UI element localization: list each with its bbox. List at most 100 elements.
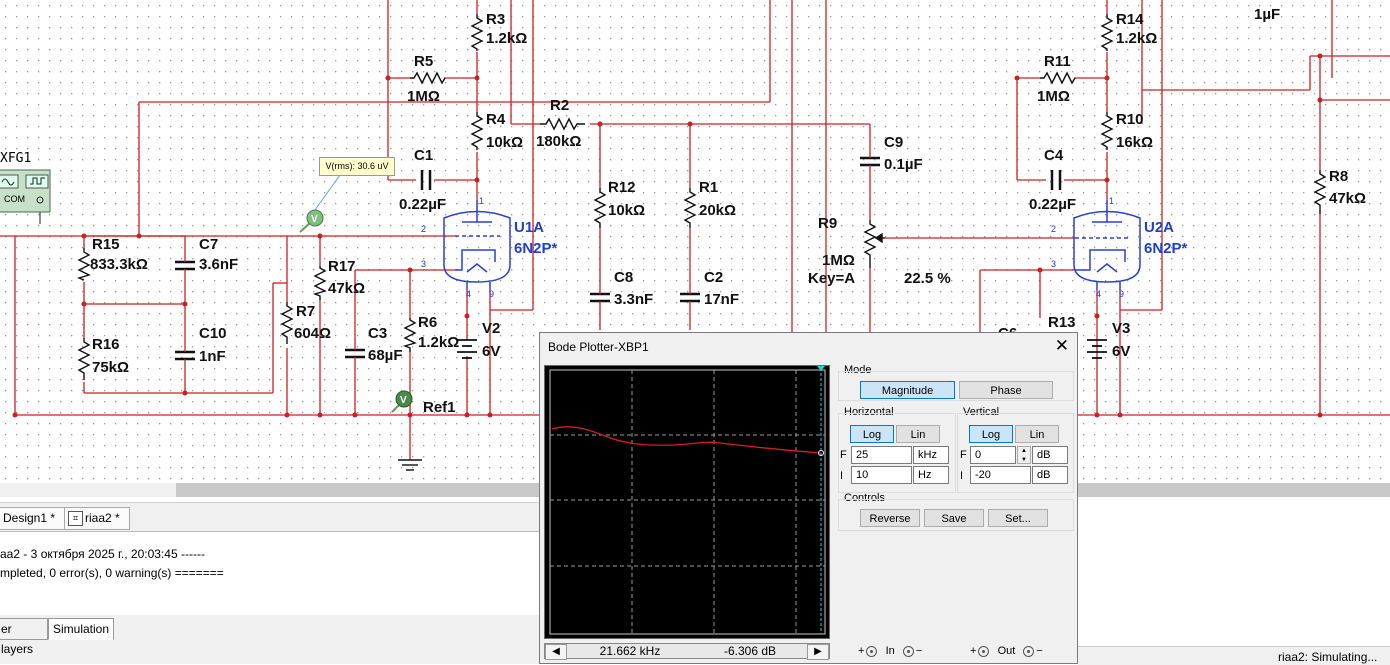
resistor-r1 bbox=[683, 188, 697, 228]
svg-text:R6: R6 bbox=[418, 314, 437, 331]
svg-text:R2: R2 bbox=[550, 97, 569, 114]
resistor-r5 bbox=[410, 71, 446, 85]
svg-text:1: 1 bbox=[1109, 196, 1114, 206]
vertical-log-button[interactable]: Log bbox=[969, 425, 1013, 443]
resistor-r6 bbox=[402, 318, 417, 352]
component-labels: R3 1.2kΩ R5 1MΩ R4 10kΩ R2 180kΩ C1 0.22… bbox=[90, 6, 1366, 416]
svg-text:9: 9 bbox=[489, 289, 494, 299]
svg-text:0.1µF: 0.1µF bbox=[884, 156, 923, 173]
svg-text:17nF: 17nF bbox=[704, 291, 739, 308]
reverse-button[interactable]: Reverse bbox=[860, 509, 920, 527]
phase-button[interactable]: Phase bbox=[959, 381, 1053, 399]
save-button[interactable]: Save bbox=[924, 509, 984, 527]
input-terminals[interactable]: + In − bbox=[858, 645, 923, 657]
svg-text:R15: R15 bbox=[92, 236, 120, 253]
svg-text:6V: 6V bbox=[1112, 343, 1130, 360]
svg-text:9: 9 bbox=[1119, 289, 1124, 299]
plot-grid bbox=[550, 370, 825, 634]
svg-text:R10: R10 bbox=[1116, 111, 1144, 128]
svg-text:1MΩ: 1MΩ bbox=[822, 252, 855, 269]
vertical-label: Vertical bbox=[963, 406, 1000, 418]
svg-text:Key=A: Key=A bbox=[808, 270, 855, 287]
vertical-initial-unit[interactable]: dB bbox=[1032, 466, 1068, 484]
resistor-r11 bbox=[1040, 71, 1076, 85]
resistor-r4 bbox=[470, 112, 484, 150]
horizontal-log-button[interactable]: Log bbox=[850, 425, 894, 443]
terminal-icon[interactable] bbox=[902, 645, 914, 657]
svg-text:6N2P*: 6N2P* bbox=[1144, 240, 1188, 257]
vertical-final-input[interactable]: 0 bbox=[970, 446, 1016, 464]
bode-plotter-window[interactable]: Bode Plotter-XBP1 ✕ ◀ 21.662 kHz -6.306 … bbox=[539, 332, 1078, 664]
resistor-r12 bbox=[593, 188, 607, 228]
tab-simulation[interactable]: Simulation bbox=[48, 618, 114, 640]
readout-frequency: 21.662 kHz bbox=[599, 644, 661, 658]
cursor-readout-bar: ◀ 21.662 kHz -6.306 dB ▶ bbox=[544, 643, 830, 660]
scrollbar-track[interactable] bbox=[0, 483, 176, 497]
schematic-icon: ⌗ bbox=[68, 511, 83, 526]
svg-text:1nF: 1nF bbox=[199, 348, 226, 365]
svg-text:V3: V3 bbox=[1112, 320, 1130, 337]
magnitude-button[interactable]: Magnitude bbox=[860, 381, 955, 399]
tab-riaa2[interactable]: ⌗ riaa2 * bbox=[64, 507, 130, 530]
tube-u1a bbox=[443, 200, 511, 290]
svg-text:75kΩ: 75kΩ bbox=[92, 359, 129, 376]
svg-text:C2: C2 bbox=[704, 269, 723, 286]
svg-text:6V: 6V bbox=[482, 343, 500, 360]
svg-text:V2: V2 bbox=[482, 320, 500, 337]
resistor-r10 bbox=[1100, 112, 1114, 150]
svg-text:10kΩ: 10kΩ bbox=[608, 202, 645, 219]
mode-label: Mode bbox=[844, 364, 872, 376]
horizontal-initial-unit[interactable]: Hz bbox=[913, 466, 949, 484]
magnitude-trace bbox=[551, 426, 822, 454]
vertical-final-unit[interactable]: dB bbox=[1032, 446, 1068, 464]
svg-text:3.3nF: 3.3nF bbox=[614, 291, 653, 308]
svg-text:1.2kΩ: 1.2kΩ bbox=[486, 30, 527, 47]
horizontal-final-unit[interactable]: kHz bbox=[913, 446, 949, 464]
resistor-r3 bbox=[470, 14, 484, 51]
svg-text:1MΩ: 1MΩ bbox=[1037, 88, 1070, 105]
svg-text:C10: C10 bbox=[199, 325, 227, 342]
horizontal-initial-input[interactable]: 10 bbox=[851, 466, 912, 484]
cursor-right-button[interactable]: ▶ bbox=[807, 644, 829, 660]
readout-gain: -6.306 dB bbox=[723, 644, 777, 658]
bode-plot-svg bbox=[549, 366, 826, 635]
terminal-icon[interactable] bbox=[866, 645, 878, 657]
vertical-lin-button[interactable]: Lin bbox=[1015, 425, 1059, 443]
output-terminals[interactable]: + Out − bbox=[970, 645, 1043, 657]
svg-text:6N2P*: 6N2P* bbox=[514, 240, 558, 257]
svg-text:XFG1: XFG1 bbox=[0, 151, 31, 166]
cursor-left-button[interactable]: ◀ bbox=[545, 644, 567, 660]
controls-label: Controls bbox=[844, 492, 885, 504]
vertical-initial-input[interactable]: -20 bbox=[970, 466, 1031, 484]
voltage-probe-ref1-icon[interactable]: V bbox=[391, 390, 413, 413]
svg-text:4: 4 bbox=[466, 289, 471, 299]
svg-text:R14: R14 bbox=[1116, 11, 1144, 28]
tab-design1[interactable]: Design1 * bbox=[0, 507, 66, 530]
vertical-final-spinner[interactable]: ▲▼ bbox=[1017, 446, 1031, 464]
svg-text:4: 4 bbox=[1096, 289, 1101, 299]
svg-text:R11: R11 bbox=[1044, 53, 1071, 70]
close-icon[interactable]: ✕ bbox=[1054, 336, 1069, 355]
voltage-probe-icon[interactable]: V bbox=[299, 209, 324, 233]
svg-text:C9: C9 bbox=[884, 134, 903, 151]
svg-text:1.2kΩ: 1.2kΩ bbox=[1116, 30, 1157, 47]
terminal-icon[interactable] bbox=[978, 645, 990, 657]
svg-text:20kΩ: 20kΩ bbox=[699, 202, 736, 219]
set-button[interactable]: Set... bbox=[988, 509, 1048, 527]
bode-plot-display[interactable] bbox=[544, 365, 830, 639]
resistor-r14 bbox=[1100, 14, 1114, 51]
status-text: riaa2: Simulating... bbox=[1278, 650, 1378, 664]
horizontal-group bbox=[838, 413, 956, 493]
svg-text:47kΩ: 47kΩ bbox=[328, 280, 365, 297]
status-bar: riaa2: Simulating... bbox=[1078, 646, 1390, 665]
terminal-icon[interactable] bbox=[1023, 645, 1035, 657]
svg-text:R8: R8 bbox=[1329, 168, 1348, 185]
resistor-r16 bbox=[77, 338, 91, 380]
svg-text:2: 2 bbox=[421, 224, 426, 234]
function-generator-xfg1[interactable]: XFG1 COM bbox=[0, 151, 51, 224]
design-tab-bar: Design1 * ⌗ riaa2 * bbox=[0, 502, 540, 531]
horizontal-final-input[interactable]: 25 bbox=[851, 446, 912, 464]
vertical-group bbox=[957, 413, 1074, 493]
tab-layers[interactable]: er layers bbox=[0, 618, 48, 656]
horizontal-lin-button[interactable]: Lin bbox=[896, 425, 940, 443]
